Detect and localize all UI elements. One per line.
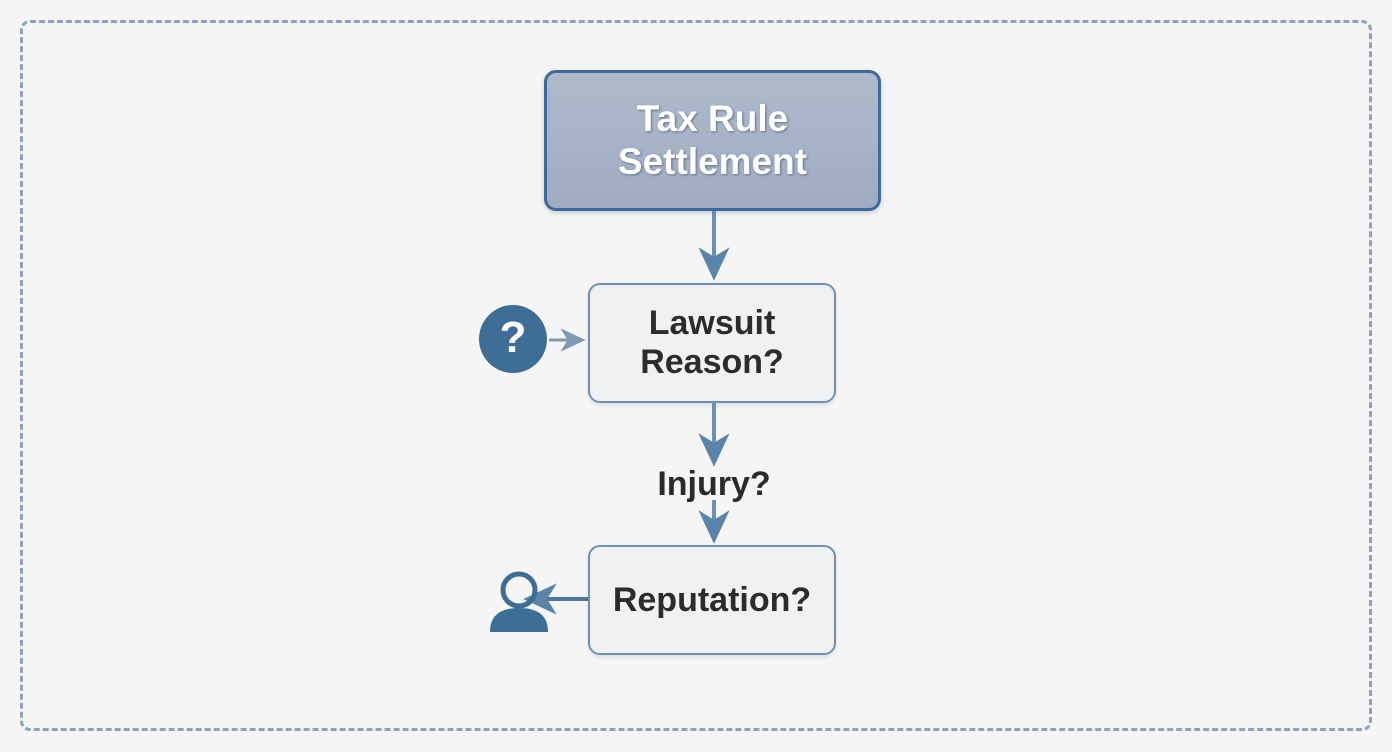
node-reputation[interactable]: Reputation? <box>588 545 836 655</box>
person-icon[interactable] <box>484 566 554 636</box>
node-tax-rule-settlement[interactable]: Tax Rule Settlement <box>544 70 881 211</box>
page-frame-dashed-border <box>20 20 1372 731</box>
question-mark-icon[interactable]: ? <box>479 305 547 373</box>
node-lawsuit-reason[interactable]: Lawsuit Reason? <box>588 283 836 403</box>
label-injury: Injury? <box>657 465 771 503</box>
question-mark-glyph: ? <box>499 313 527 362</box>
